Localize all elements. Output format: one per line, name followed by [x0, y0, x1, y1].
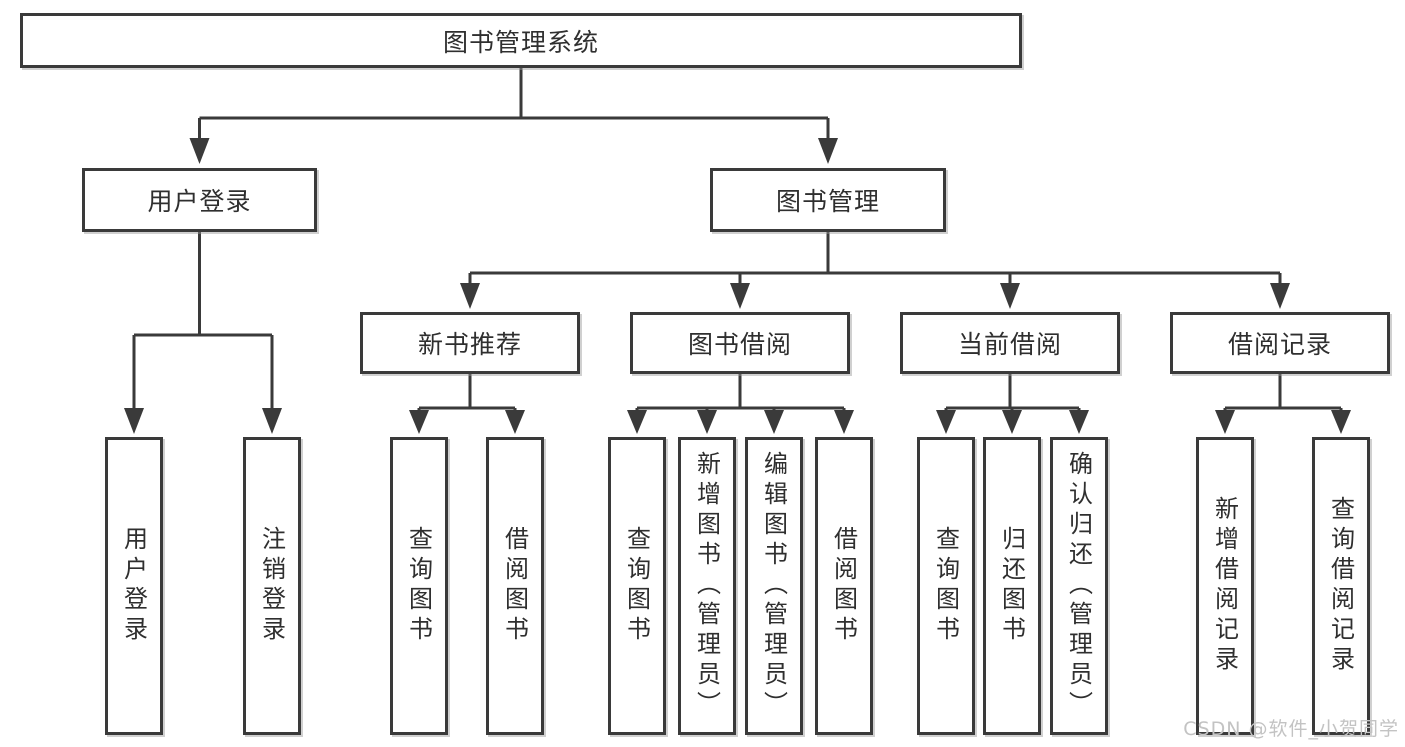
- leaf-bb-edit-books-admin-label: 编辑图书（管理员）: [759, 451, 788, 721]
- leaf-nb-query-books: 查询图书: [390, 437, 448, 735]
- node-book-borrow: 图书借阅: [630, 312, 850, 374]
- leaf-cb-return-books: 归还图书: [983, 437, 1041, 735]
- leaf-user-login: 用户登录: [105, 437, 163, 735]
- node-user-login: 用户登录: [82, 168, 317, 232]
- leaf-nb-borrow-books-label: 借阅图书: [500, 526, 529, 646]
- leaf-bb-borrow-books-label: 借阅图书: [829, 526, 858, 646]
- connector-book-borrow-children: [627, 374, 854, 434]
- leaf-nb-query-books-label: 查询图书: [404, 526, 433, 646]
- node-library-system: 图书管理系统: [20, 13, 1022, 68]
- leaf-bb-add-books-admin: 新增图书（管理员）: [678, 437, 736, 735]
- connector-borrow-records-children: [1215, 374, 1351, 434]
- leaf-bb-query-books-label: 查询图书: [622, 526, 651, 646]
- leaf-cb-return-books-label: 归还图书: [997, 526, 1026, 646]
- leaf-br-query-record: 查询借阅记录: [1312, 437, 1370, 735]
- leaf-cb-query-books: 查询图书: [917, 437, 975, 735]
- leaf-br-query-record-label: 查询借阅记录: [1326, 496, 1355, 676]
- connector-current-borrow-children: [936, 374, 1089, 434]
- leaf-bb-query-books: 查询图书: [608, 437, 666, 735]
- leaf-br-add-record-label: 新增借阅记录: [1210, 496, 1239, 676]
- leaf-logout: 注销登录: [243, 437, 301, 735]
- leaf-user-login-label: 用户登录: [119, 526, 148, 646]
- node-borrow-records: 借阅记录: [1170, 312, 1390, 374]
- leaf-bb-add-books-admin-label: 新增图书（管理员）: [692, 451, 721, 721]
- node-new-book-recommend: 新书推荐: [360, 312, 580, 374]
- leaf-cb-confirm-return-admin-label: 确认归还（管理员）: [1064, 451, 1093, 721]
- node-book-management: 图书管理: [710, 168, 946, 232]
- leaf-bb-borrow-books: 借阅图书: [815, 437, 873, 735]
- leaf-logout-label: 注销登录: [257, 526, 286, 646]
- leaf-cb-confirm-return-admin: 确认归还（管理员）: [1050, 437, 1108, 735]
- connector-book-mgmt-to-level3: [460, 232, 1290, 309]
- leaf-cb-query-books-label: 查询图书: [931, 526, 960, 646]
- connector-new-books-children: [409, 374, 525, 434]
- connector-user-login-children: [124, 232, 282, 434]
- csdn-watermark: CSDN @软件_小贺同学: [1183, 718, 1399, 740]
- leaf-bb-edit-books-admin: 编辑图书（管理员）: [745, 437, 803, 735]
- node-current-borrow: 当前借阅: [900, 312, 1120, 374]
- connector-root-to-level2: [189, 68, 838, 164]
- leaf-br-add-record: 新增借阅记录: [1196, 437, 1254, 735]
- leaf-nb-borrow-books: 借阅图书: [486, 437, 544, 735]
